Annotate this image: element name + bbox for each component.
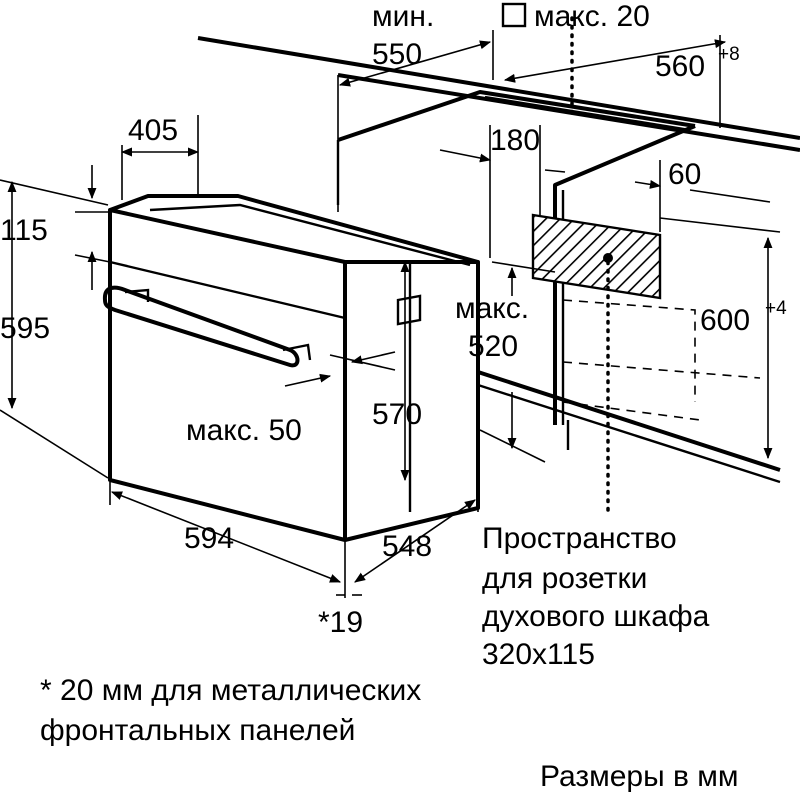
dim-595-ext-bottom	[0, 409, 109, 479]
oven-control-strip-line	[109, 260, 346, 320]
dim-115-ext-bottom	[74, 254, 111, 263]
oven-top-inner	[149, 203, 471, 267]
label-max-20: макс. 20	[534, 0, 650, 33]
socket-note-line-3: духового шкафа	[482, 600, 710, 633]
dimension-lines	[0, 30, 781, 598]
label-600: 600	[700, 304, 750, 337]
dim-560-line	[503, 39, 727, 83]
dim-594-line	[110, 491, 342, 583]
right-side-panel	[553, 124, 696, 425]
oven-top-outline	[109, 194, 479, 264]
niche-top-outline	[337, 90, 696, 142]
socket-note: Пространство для розетки духового шкафа …	[482, 522, 710, 671]
label-max-520-prefix: макс.	[455, 292, 529, 325]
label-405: 405	[128, 114, 178, 147]
label-560: 560	[655, 50, 705, 83]
socket-note-line-2: для розетки	[482, 562, 647, 595]
footnote: * 20 мм для металлических фронтальных па…	[40, 674, 421, 747]
niche-bottom-back	[477, 383, 781, 484]
oven-side-clip	[396, 294, 422, 326]
label-600-tolerance: +4	[765, 298, 787, 319]
dim-548-line	[354, 499, 476, 583]
dim-520-ext-top	[491, 261, 556, 273]
dimension-labels: мин. 550 макс. 20 560 +8 405 180 60 115 …	[0, 0, 787, 639]
socket-center-dot	[603, 253, 613, 263]
dim-600-ext-top	[659, 217, 781, 233]
countertop-back-edge	[337, 73, 800, 152]
label-19: *19	[318, 606, 363, 639]
niche-bottom-front	[477, 370, 781, 472]
label-115: 115	[0, 214, 48, 247]
label-520: 520	[468, 330, 518, 363]
oven	[102, 194, 480, 542]
square-symbol-icon	[501, 2, 527, 28]
socket-note-line-4: 320x115	[482, 638, 595, 671]
socket-note-line-1: Пространство	[482, 522, 677, 555]
oven-handle-right-bracket	[282, 343, 312, 361]
oven-handle-left-bracket	[124, 288, 150, 302]
label-594: 594	[184, 522, 234, 555]
label-min: мин.	[372, 0, 434, 33]
label-180: 180	[490, 124, 540, 157]
dim-60-arrow	[634, 179, 662, 189]
footnote-line-1: * 20 мм для металлических	[40, 674, 421, 707]
label-60: 60	[668, 158, 701, 191]
niche-dashed-top	[562, 299, 696, 402]
label-550: 550	[372, 38, 422, 71]
oven-front-panel	[108, 208, 347, 542]
cabinet-niche	[197, 16, 800, 517]
socket-space-hatched	[531, 213, 662, 300]
dim-180-arrow-left	[439, 149, 492, 163]
label-548: 548	[382, 530, 432, 563]
dim-50-ext	[329, 354, 396, 371]
label-560-tolerance: +8	[718, 44, 740, 65]
label-570: 570	[372, 398, 422, 431]
niche-dashed-bottom	[562, 401, 701, 421]
label-595: 595	[0, 312, 50, 345]
dim-50-arrow-left	[284, 373, 332, 387]
label-max-50: макс. 50	[186, 414, 302, 447]
units-note: Размеры в мм	[540, 760, 739, 793]
footnote-line-2: фронтальных панелей	[40, 714, 355, 747]
niche-dashed-mid	[562, 361, 761, 379]
dim-60-ext-2	[689, 189, 771, 203]
dim-520-ext-bottom	[479, 429, 546, 463]
countertop-front-edge	[197, 36, 800, 140]
dim-180-arrow-right	[544, 169, 566, 173]
dim-595-ext-top	[0, 179, 109, 206]
oven-handle[interactable]	[102, 285, 300, 368]
niche-top-inner	[484, 95, 691, 132]
dim-550-line	[338, 40, 492, 87]
dim-50-arrow-right	[350, 351, 396, 365]
